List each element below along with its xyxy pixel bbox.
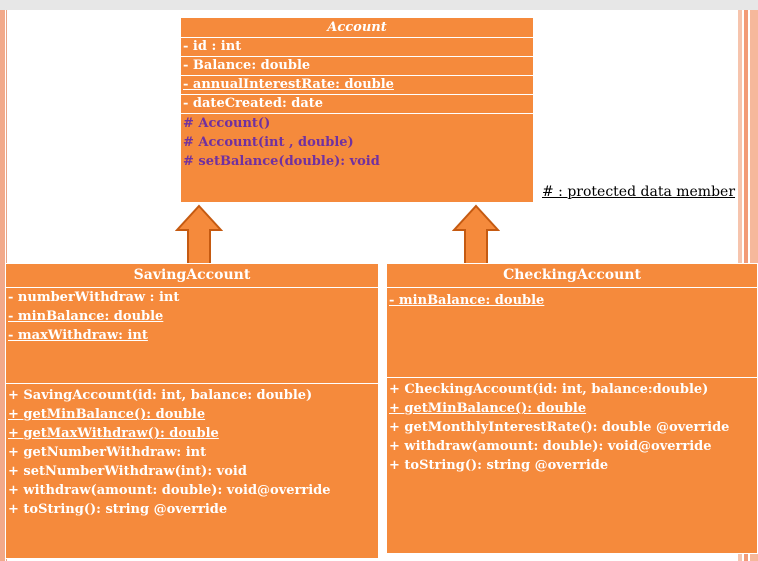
left-frame-border	[0, 10, 5, 561]
saving-method: + toString(): string @override	[8, 502, 228, 517]
saving-attribute: - numberWithdraw : int	[8, 290, 180, 305]
account-attribute: - id : int	[181, 38, 533, 57]
class-saving-account-title: SavingAccount	[6, 264, 378, 288]
account-method: # Account(int , double)	[183, 135, 354, 150]
class-checking-account: CheckingAccount - minBalance: double + C…	[386, 263, 758, 554]
class-saving-account: SavingAccount - numberWithdraw : int - m…	[5, 263, 379, 559]
class-checking-account-attributes: - minBalance: double	[387, 288, 757, 378]
saving-method: + SavingAccount(id: int, balance: double…	[8, 388, 313, 403]
checking-method: + getMinBalance(): double	[389, 401, 587, 416]
account-method: # setBalance(double): void	[183, 154, 380, 169]
checking-method: + withdraw(amount: double): void@overrid…	[389, 439, 712, 454]
saving-attribute: - minBalance: double	[8, 309, 164, 324]
class-account-attributes: - id : int - Balance: double - annualInt…	[181, 38, 533, 114]
class-account: Account - id : int - Balance: double - a…	[180, 17, 534, 203]
inheritance-arrow-checking	[452, 204, 500, 265]
checking-method: + getMonthlyInterestRate(): double @over…	[389, 420, 730, 435]
saving-method: + getNumberWithdraw: int	[8, 445, 207, 460]
account-attribute: - dateCreated: date	[183, 96, 324, 111]
protected-member-note: # : protected data member	[542, 184, 736, 200]
saving-method: + getMaxWithdraw(): double	[8, 426, 219, 441]
class-checking-account-title: CheckingAccount	[387, 264, 757, 288]
class-checking-account-methods: + CheckingAccount(id: int, balance:doubl…	[387, 378, 757, 475]
saving-attribute: - maxWithdraw: int	[8, 328, 148, 343]
checking-method: + CheckingAccount(id: int, balance:doubl…	[389, 382, 709, 397]
account-method: # Account()	[183, 116, 271, 131]
account-attribute: - annualInterestRate: double	[181, 76, 533, 95]
class-saving-account-attributes: - numberWithdraw : int - minBalance: dou…	[6, 288, 378, 384]
class-saving-account-methods: + SavingAccount(id: int, balance: double…	[6, 384, 378, 519]
class-account-title: Account	[181, 18, 533, 38]
class-account-methods: # Account() # Account(int , double) # se…	[181, 114, 533, 171]
inheritance-arrow-saving	[175, 204, 223, 265]
account-attribute: - Balance: double	[181, 57, 533, 76]
checking-method: + toString(): string @override	[389, 458, 609, 473]
saving-method: + getMinBalance(): double	[8, 407, 206, 422]
saving-method: + withdraw(amount: double): void@overrid…	[8, 483, 331, 498]
checking-attribute: - minBalance: double	[389, 293, 545, 308]
saving-method: + setNumberWithdraw(int): void	[8, 464, 247, 479]
top-bar	[0, 0, 758, 10]
